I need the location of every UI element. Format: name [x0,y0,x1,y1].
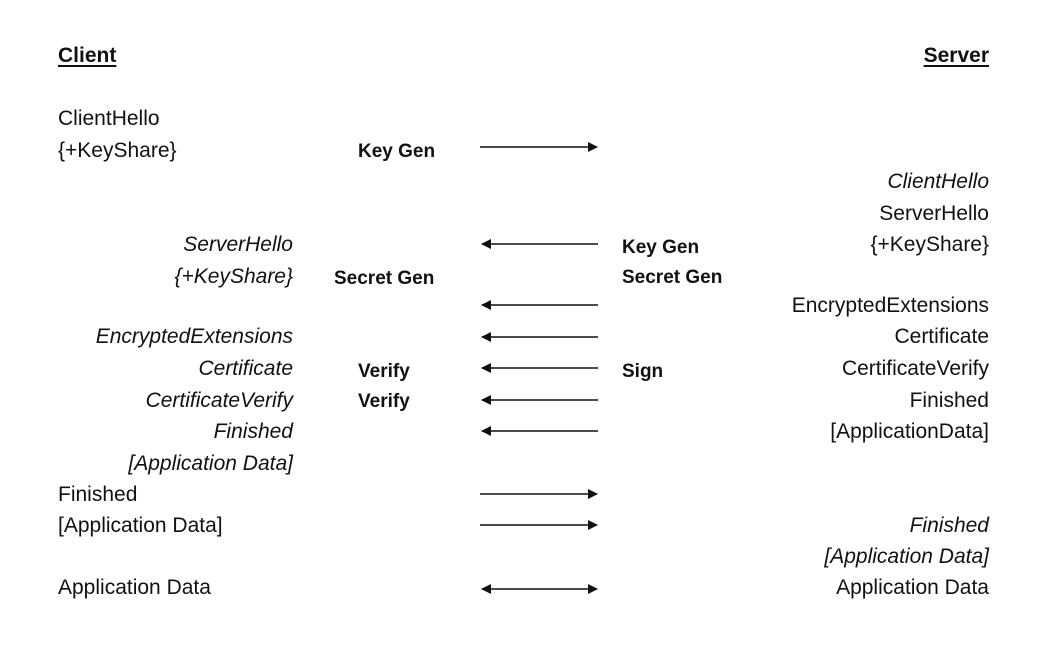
client-server-keyshare: {+KeyShare} [174,265,293,288]
server-finished-received: Finished [909,514,989,537]
server-keyshare: {+KeyShare} [870,233,989,256]
client-client-hello: ClientHello [58,107,160,130]
client-key-gen-label: Key Gen [358,141,436,162]
server-finished: Finished [909,389,989,412]
server-header: Server [923,44,989,67]
client-app-data-sent: [Application Data] [58,514,223,537]
client-app-data-received: [Application Data] [128,452,293,475]
server-certificate: Certificate [894,325,989,348]
server-app-data-received: [Application Data] [824,545,989,568]
client-verify-label-1: Verify [358,361,410,382]
client-keyshare: {+KeyShare} [58,139,177,162]
server-encrypted-extensions: EncryptedExtensions [791,294,989,317]
client-server-hello: ServerHello [183,233,293,256]
client-certificate-verify: CertificateVerify [145,389,293,412]
client-verify-label-2: Verify [358,391,410,412]
server-server-hello: ServerHello [879,202,989,225]
server-secret-gen-label: Secret Gen [622,267,723,288]
client-application-data: Application Data [58,576,211,599]
server-sign-label: Sign [622,361,664,382]
server-application-data: Application Data [836,576,989,599]
server-application-data-bracket: [ApplicationData] [830,420,989,443]
server-certificate-verify: CertificateVerify [841,357,989,380]
server-key-gen-label: Key Gen [622,237,700,258]
server-client-hello-received: ClientHello [887,170,989,193]
client-finished-sent: Finished [58,483,138,506]
client-certificate: Certificate [198,357,293,380]
client-secret-gen-label: Secret Gen [334,268,435,289]
client-header: Client [58,44,117,67]
client-encrypted-extensions: EncryptedExtensions [95,325,293,348]
client-finished-received: Finished [213,420,293,443]
